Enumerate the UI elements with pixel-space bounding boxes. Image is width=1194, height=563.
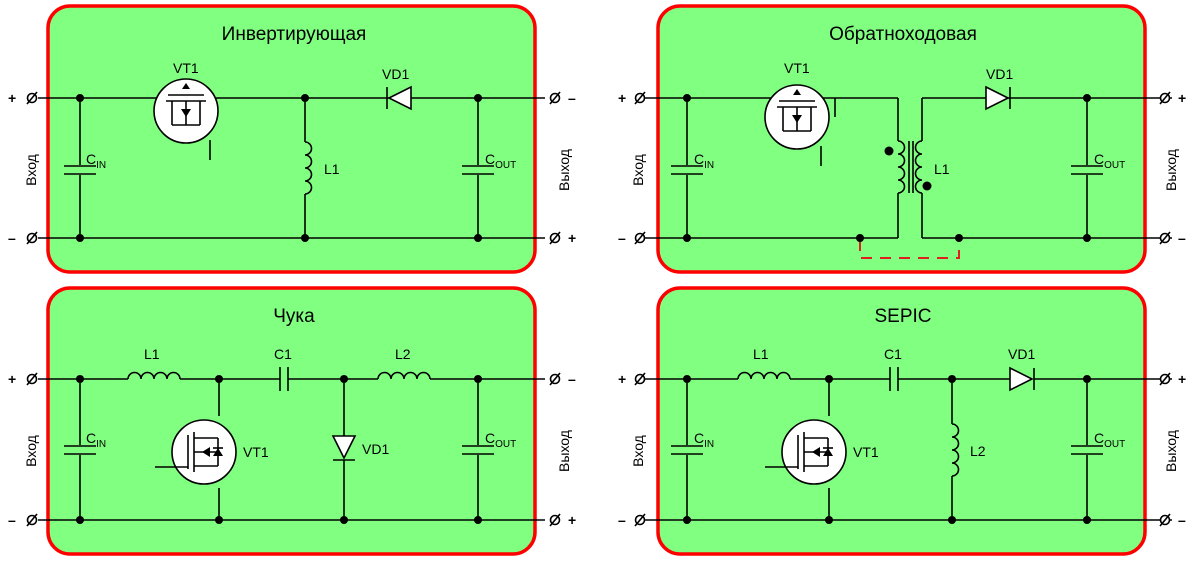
terminal-slash: [549, 91, 561, 105]
cin-label: CIN: [694, 151, 714, 171]
cout-label: COUT: [1094, 430, 1125, 450]
l1-label: L1: [144, 346, 160, 362]
cin-label: CIN: [86, 151, 106, 171]
panel-sepic: SEPIC L1 C1 VD1 CIN VT1 L2 COUT + – + –: [618, 286, 1186, 556]
terminal-slash: [1159, 513, 1171, 527]
input-minus-sign: –: [8, 512, 16, 528]
terminal-slash: [549, 513, 561, 527]
input-label: Вход: [23, 435, 39, 467]
terminal-slash: [1159, 372, 1171, 386]
c1-label: C1: [884, 346, 902, 362]
input-minus-sign: –: [618, 512, 626, 528]
terminals: [26, 91, 1171, 527]
terminal-slash: [549, 372, 561, 386]
output-plus-sign: +: [568, 512, 576, 528]
c1-label: C1: [274, 346, 292, 362]
terminal-slash: [634, 513, 646, 527]
terminal-slash: [26, 91, 38, 105]
l2-label: L2: [395, 346, 411, 362]
cout-label: COUT: [485, 430, 516, 450]
input-label: Вход: [630, 154, 646, 186]
vd1-label: VD1: [382, 66, 409, 82]
input-plus-sign: +: [618, 90, 626, 106]
panel-title: SEPIC: [874, 306, 931, 327]
terminal-slash: [549, 231, 561, 245]
output-minus-sign: –: [568, 90, 576, 106]
output-plus-sign: +: [1178, 90, 1186, 106]
terminal-slash: [634, 91, 646, 105]
panel-cuk: Чука L1 C1 L2 CIN VT1 VD1 COUT + – – +: [8, 286, 576, 556]
terminal-slash: [26, 513, 38, 527]
l1-label: L1: [753, 346, 769, 362]
output-minus-sign: –: [1178, 512, 1186, 528]
cin-label: CIN: [694, 430, 714, 450]
input-label: Вход: [23, 154, 39, 186]
output-label: Выход: [556, 430, 572, 472]
terminal-slash: [26, 372, 38, 386]
terminal-slash: [1159, 231, 1171, 245]
panel-title: Инвертирующая: [222, 24, 367, 45]
terminal-slash: [1159, 91, 1171, 105]
panel-title: Чука: [273, 306, 315, 327]
cin-label: CIN: [86, 430, 106, 450]
l1-label: L1: [324, 161, 340, 177]
vt1-label: VT1: [784, 60, 810, 76]
input-label: Вход: [630, 435, 646, 467]
input-plus-sign: +: [618, 371, 626, 387]
cout-label: COUT: [1094, 151, 1125, 171]
output-minus-sign: –: [1178, 230, 1186, 246]
vd1-label: VD1: [362, 441, 389, 457]
terminal-slash: [26, 231, 38, 245]
input-plus-sign: +: [8, 371, 16, 387]
input-minus-sign: –: [8, 230, 16, 246]
l1-label: L1: [934, 161, 950, 177]
panel-flyback: Обратноходовая CIN VT1 L1 VD1 COUT +: [618, 4, 1186, 274]
input-plus-sign: +: [8, 90, 16, 106]
vd1-label: VD1: [1008, 346, 1035, 362]
output-plus-sign: +: [568, 230, 576, 246]
vt1-label: VT1: [173, 60, 199, 76]
cout-label: COUT: [485, 151, 516, 171]
output-label: Выход: [1163, 430, 1179, 472]
terminal-slash: [634, 231, 646, 245]
output-label: Выход: [1163, 149, 1179, 191]
vt1-label: VT1: [243, 444, 269, 460]
vt1-label: VT1: [853, 444, 879, 460]
vd1-label: VD1: [986, 66, 1013, 82]
panel-inverting: Инвертирующая CIN VT1 L1 VD1 COUT + – – …: [8, 4, 576, 274]
output-plus-sign: +: [1178, 371, 1186, 387]
terminal-slash: [634, 372, 646, 386]
input-minus-sign: –: [618, 230, 626, 246]
panel-title: Обратноходовая: [829, 24, 977, 45]
output-label: Выход: [556, 149, 572, 191]
l2-label: L2: [970, 443, 986, 459]
output-minus-sign: –: [568, 371, 576, 387]
